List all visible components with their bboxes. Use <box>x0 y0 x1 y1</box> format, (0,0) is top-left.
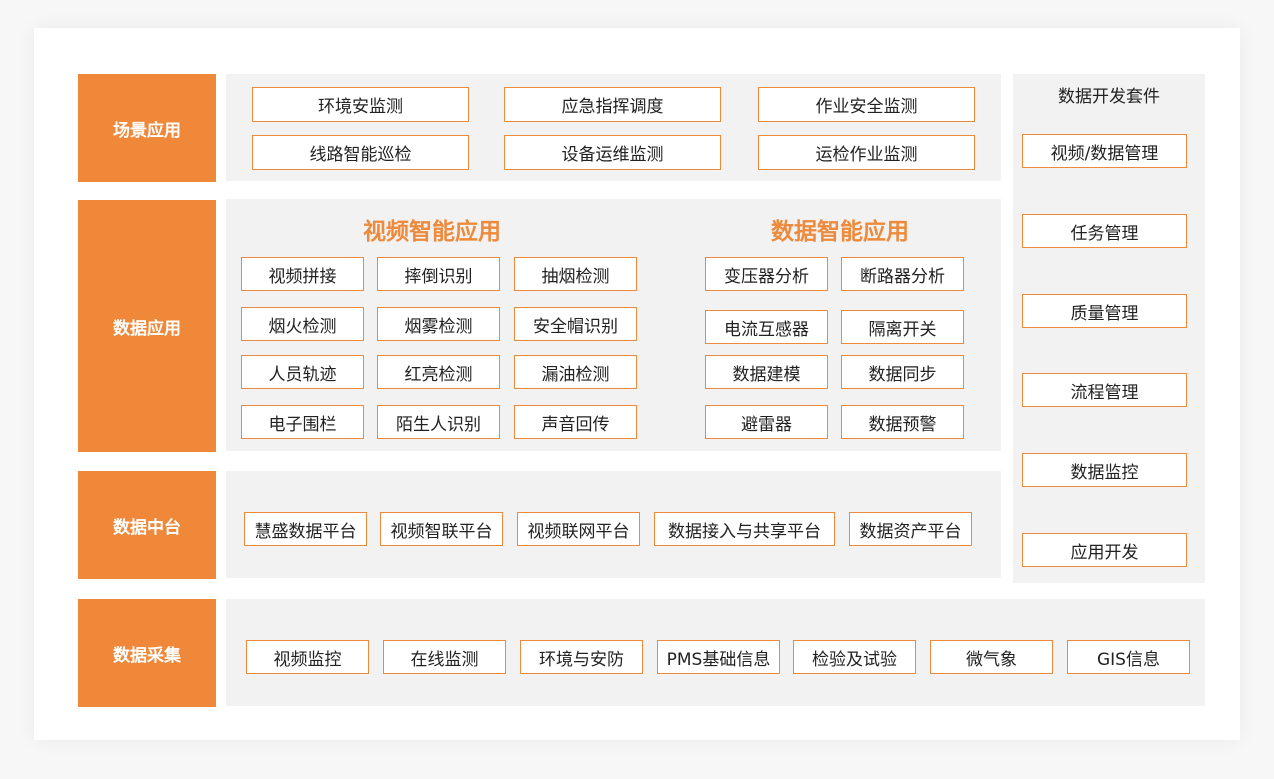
dev-kit-item: 数据监控 <box>1022 453 1187 487</box>
platform-item: 视频联网平台 <box>517 512 640 546</box>
video-app-item: 烟雾检测 <box>377 307 500 341</box>
video-app-item: 红亮检测 <box>377 355 500 389</box>
video-app-item: 陌生人识别 <box>377 405 500 439</box>
platform-item: 慧盛数据平台 <box>244 512 367 546</box>
data-app-item: 避雷器 <box>705 405 828 439</box>
video-app-item: 漏油检测 <box>514 355 637 389</box>
platform-item: 数据资产平台 <box>849 512 972 546</box>
dev-kit-item: 质量管理 <box>1022 294 1187 328</box>
video-app-title: 视频智能应用 <box>363 219 501 245</box>
data-app-item: 变压器分析 <box>705 257 828 291</box>
scene-item: 应急指挥调度 <box>504 87 721 122</box>
platform-item: 视频智联平台 <box>380 512 503 546</box>
data-app-title: 数据智能应用 <box>771 219 909 245</box>
row-label-data-app: 数据应用 <box>78 200 216 452</box>
collect-item: 视频监控 <box>246 640 369 674</box>
data-app-item: 电流互感器 <box>705 310 828 344</box>
collect-item: 检验及试验 <box>793 640 916 674</box>
video-app-item: 人员轨迹 <box>241 355 364 389</box>
scene-item: 环境安监测 <box>252 87 469 122</box>
collect-item: GIS信息 <box>1067 640 1190 674</box>
video-app-item: 安全帽识别 <box>514 307 637 341</box>
video-app-item: 电子围栏 <box>241 405 364 439</box>
data-app-item: 数据同步 <box>841 355 964 389</box>
row-label-middle: 数据中台 <box>78 471 216 579</box>
video-app-item: 摔倒识别 <box>377 257 500 291</box>
collect-item: 在线监测 <box>383 640 506 674</box>
dev-kit-item: 流程管理 <box>1022 373 1187 407</box>
scene-item: 线路智能巡检 <box>252 135 469 170</box>
platform-item: 数据接入与共享平台 <box>654 512 835 546</box>
video-app-item: 声音回传 <box>514 405 637 439</box>
dev-kit-title: 数据开发套件 <box>1058 87 1160 107</box>
data-app-item: 隔离开关 <box>841 310 964 344</box>
data-app-item: 数据预警 <box>841 405 964 439</box>
dev-kit-item: 任务管理 <box>1022 214 1187 248</box>
collect-item: 环境与安防 <box>520 640 643 674</box>
scene-item: 作业安全监测 <box>758 87 975 122</box>
collect-item: 微气象 <box>930 640 1053 674</box>
row-label-scene: 场景应用 <box>78 74 216 182</box>
video-app-item: 视频拼接 <box>241 257 364 291</box>
dev-kit-item: 应用开发 <box>1022 533 1187 567</box>
collect-item: PMS基础信息 <box>657 640 780 674</box>
video-app-item: 抽烟检测 <box>514 257 637 291</box>
row-label-collect: 数据采集 <box>78 599 216 707</box>
data-app-item: 数据建模 <box>705 355 828 389</box>
video-app-item: 烟火检测 <box>241 307 364 341</box>
data-app-item: 断路器分析 <box>841 257 964 291</box>
scene-item: 运检作业监测 <box>758 135 975 170</box>
scene-item: 设备运维监测 <box>504 135 721 170</box>
dev-kit-item: 视频/数据管理 <box>1022 134 1187 168</box>
